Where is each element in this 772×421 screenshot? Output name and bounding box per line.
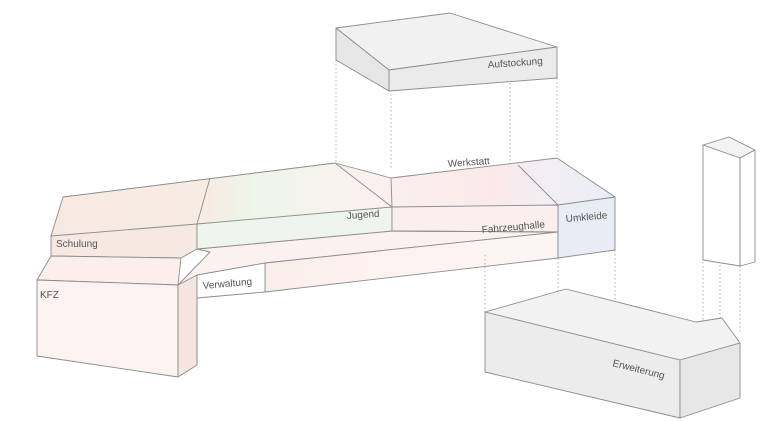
- tower-block: [702, 136, 756, 335]
- roof-division-line: [390, 177, 393, 208]
- werkstatt-label: Werkstatt: [447, 156, 490, 170]
- erweiterung-block: Erweiterung: [484, 250, 741, 419]
- roof-division-line: [334, 162, 393, 208]
- jugend-label: Jugend: [346, 209, 379, 222]
- roof-division-line: [391, 230, 559, 233]
- aufstockung-label: Aufstockung: [487, 56, 543, 71]
- main-building: Werkstatt Jugend Schulung Fahrzeughalle …: [36, 156, 616, 378]
- umkleide-label: Umkleide: [565, 210, 608, 225]
- roof-division-line: [196, 177, 211, 225]
- schulung-label: Schulung: [56, 239, 98, 250]
- verwaltung-label: Verwaltung: [202, 277, 252, 292]
- kfz-label: KFZ: [40, 290, 59, 301]
- aufstockung-block: Aufstockung: [335, 12, 558, 170]
- roof-division-line: [517, 164, 559, 206]
